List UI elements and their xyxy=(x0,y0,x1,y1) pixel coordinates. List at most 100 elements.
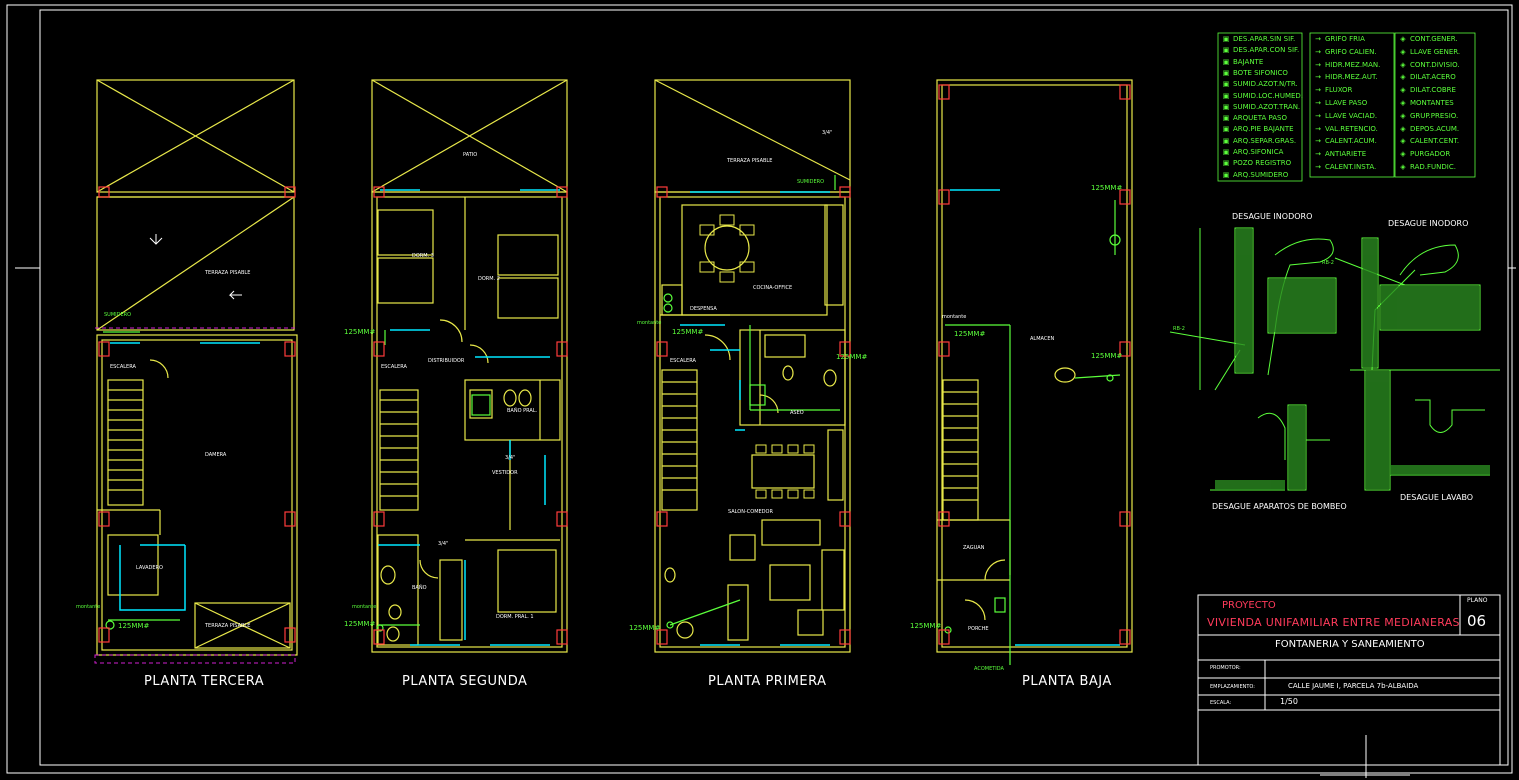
acometida-label: ACOMETIDA xyxy=(974,666,1004,672)
legend-label: ARQ.SUMIDERO xyxy=(1233,170,1289,179)
plan-tercera-drawing xyxy=(94,79,298,664)
legend-item: ▣SUMID.LOC.HUMED. xyxy=(1219,90,1303,102)
legend-symbol-icon: ◈ xyxy=(1400,73,1406,82)
detail-title-inodoro-1: DESAGUE INODORO xyxy=(1232,212,1313,221)
legend-symbol-icon: ◈ xyxy=(1400,35,1406,43)
legend-symbol-icon: ◈ xyxy=(1400,150,1406,159)
detail-title-lavabo: DESAGUE LAVABO xyxy=(1400,493,1474,502)
legend-item: ▣ARQ.SIFONICA xyxy=(1219,146,1284,158)
emplazamiento-label: EMPLAZAMIENTO: xyxy=(1210,684,1255,690)
legend-symbol-icon: → xyxy=(1315,73,1321,82)
legend-label: CALENT.INSTA. xyxy=(1325,163,1377,171)
legend-label: POZO REGISTRO xyxy=(1233,159,1292,168)
room-label: DAMERA xyxy=(205,452,227,458)
legend-symbol-icon: ▣ xyxy=(1222,57,1230,66)
montante-label: montante xyxy=(942,314,967,320)
legend-label: CALENT.CENT. xyxy=(1410,137,1460,146)
legend-symbol-icon: ▣ xyxy=(1222,148,1230,156)
legend-item: → CALENT.INSTA. xyxy=(1311,161,1376,173)
escala-label: ESCALA: xyxy=(1210,700,1232,706)
plan-title-baja: PLANTA BAJA xyxy=(1022,674,1112,689)
promotor-label: PROMOTOR: xyxy=(1210,665,1241,671)
detail-title-bombeo: DESAGUE APARATOS DE BOMBEO xyxy=(1212,502,1347,511)
legend-label: DEPOS.ACUM. xyxy=(1410,124,1460,133)
legend-label: GRIFO FRIA xyxy=(1325,35,1365,43)
room-label: BAÑO xyxy=(412,585,427,591)
legend-label: DILAT.ACERO xyxy=(1410,73,1456,82)
legend-item: ◈RAD.FUNDIC. xyxy=(1396,161,1456,173)
project-name: VIVIENDA UNIFAMILIAR ENTRE MEDIANERAS xyxy=(1207,616,1460,629)
room-label: PATIO xyxy=(463,152,478,158)
room-label: DORM. PRAL. 1 xyxy=(496,614,534,620)
legend-symbol-icon: ◈ xyxy=(1400,60,1406,69)
legend-item: ◈PURGADOR xyxy=(1396,148,1450,160)
legend-symbol-icon: ▣ xyxy=(1222,170,1230,179)
montante-label: montante xyxy=(352,604,377,610)
legend-label: GRUP.PRESIO. xyxy=(1410,111,1459,120)
legend-label: SUMID.LOC.HUMED. xyxy=(1233,91,1304,100)
pipe-tag-label: RB-2 xyxy=(1322,260,1334,266)
legend-label: HIDR.MEZ.AUT. xyxy=(1325,73,1378,82)
legend-item: → GRIFO FRIA xyxy=(1311,33,1365,45)
legend-symbol-icon: ▣ xyxy=(1222,114,1230,123)
legend-label: SUMID.AZOT.TRAN. xyxy=(1233,102,1301,111)
plano-number: 06 xyxy=(1467,612,1487,630)
flow-label: 125MM# xyxy=(672,328,704,336)
legend-symbol-icon: ◈ xyxy=(1400,124,1406,133)
room-label: TERRAZA PISABLE xyxy=(205,270,251,276)
room-label: SALON-COMEDOR xyxy=(728,509,773,515)
legend-item: →HIDR.MEZ.MAN. xyxy=(1311,59,1380,71)
flow-label: 125MM# xyxy=(344,328,376,336)
drawing-frame xyxy=(6,4,1516,778)
room-label: DESPENSA xyxy=(690,306,717,312)
legend-symbol-icon: ▣ xyxy=(1222,46,1230,55)
plan-title-primera: PLANTA PRIMERA xyxy=(708,674,827,689)
legend-symbol-icon: ▣ xyxy=(1222,68,1230,77)
legend-item: ◈LLAVE GENER. xyxy=(1396,46,1460,58)
legend-symbol-icon: ◈ xyxy=(1400,47,1406,56)
legend-item: →ANTIARIETE xyxy=(1311,148,1366,160)
legend-item: →GRIFO CALIEN. xyxy=(1311,46,1377,58)
legend-symbol-icon: → xyxy=(1315,86,1321,95)
legend-symbol-icon: → xyxy=(1315,163,1321,171)
plano-label: PLANO xyxy=(1467,597,1488,604)
plan-primera-drawing xyxy=(654,79,851,653)
legend-item: ▣BAJANTE xyxy=(1219,56,1264,68)
legend-symbol-icon: → xyxy=(1315,137,1321,146)
room-label: DORM. 3 xyxy=(412,253,434,259)
legend-symbol-icon: ▣ xyxy=(1222,159,1230,168)
room-label: ESCALERA xyxy=(110,364,136,370)
plan-baja-drawing xyxy=(936,79,1133,665)
detail-title-inodoro-2: DESAGUE INODORO xyxy=(1388,219,1469,228)
project-label: PROYECTO xyxy=(1222,600,1276,611)
room-label: ESCALERA xyxy=(670,358,696,364)
flow-label: 125MM# xyxy=(344,620,376,628)
legend-item: →CALENT.ACUM. xyxy=(1311,135,1377,147)
legend-symbol-icon: ▣ xyxy=(1222,80,1230,89)
legend-label: BAJANTE xyxy=(1233,57,1264,66)
plan-title-segunda: PLANTA SEGUNDA xyxy=(402,674,528,689)
montante-label: montante xyxy=(76,604,101,610)
flow-label: 125MM# xyxy=(1091,352,1123,360)
legend-label: ARQUETA PASO xyxy=(1233,114,1287,123)
legend-label: DES.APAR.SIN SIF. xyxy=(1233,35,1296,43)
legend-item: → FLUXOR xyxy=(1311,84,1352,96)
legend-label: HIDR.MEZ.MAN. xyxy=(1325,60,1381,69)
pipe-diameter-label: 3/4" xyxy=(438,541,449,547)
legend-item: ▣ARQ.SEPAR.GRAS. xyxy=(1219,135,1296,147)
legend-symbol-icon: ◈ xyxy=(1400,137,1406,146)
legend-item: ▣ARQ.SUMIDERO xyxy=(1219,169,1289,181)
legend-item: ▣ARQUETA PASO xyxy=(1219,112,1287,124)
legend-label: FLUXOR xyxy=(1325,86,1353,95)
legend-grid xyxy=(1217,32,1476,182)
legend-item: ▣BOTE SIFONICO xyxy=(1219,67,1288,79)
room-label: BAÑO PRAL. xyxy=(507,408,538,414)
legend-symbol-icon: → xyxy=(1315,99,1321,107)
flow-label: 125MM# xyxy=(954,330,986,338)
room-label: SUMIDERO xyxy=(797,179,825,185)
legend-symbol-icon: → xyxy=(1315,35,1321,43)
emplazamiento-value: CALLE JAUME I, PARCELA 7b-ALBAIDA xyxy=(1288,682,1419,690)
legend-label: LLAVE PASO xyxy=(1325,99,1368,107)
room-label: SUMIDERO xyxy=(104,312,132,318)
legend-label: ANTIARIETE xyxy=(1325,150,1367,159)
